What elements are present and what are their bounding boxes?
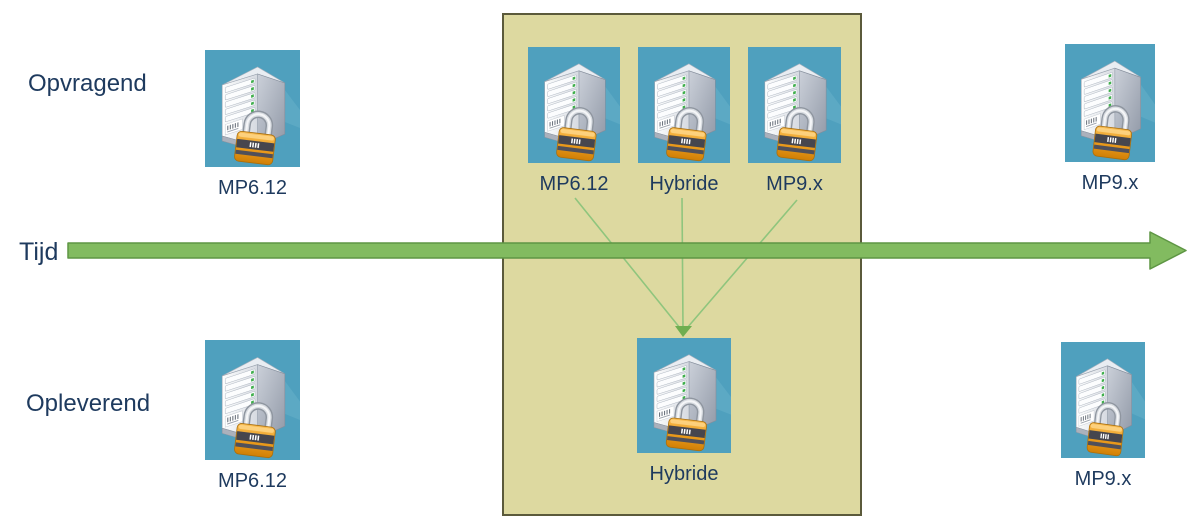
server-node-transition-mp9x: MP9.x bbox=[748, 47, 841, 196]
server-label: Hybride bbox=[649, 463, 719, 485]
server-lock-icon bbox=[638, 47, 730, 163]
row-label-opleverend: Opleverend bbox=[26, 390, 151, 417]
server-lock-icon bbox=[637, 338, 731, 453]
server-lock-icon bbox=[205, 50, 300, 167]
server-label: MP9.x bbox=[1074, 468, 1132, 490]
server-node-transition-mp612: MP6.12 bbox=[528, 47, 620, 196]
server-node-opvragend-mp612: MP6.12 bbox=[205, 50, 300, 200]
server-node-opvragend-mp9x: MP9.x bbox=[1065, 44, 1155, 195]
server-label: MP6.12 bbox=[218, 470, 287, 492]
server-label: MP9.x bbox=[766, 173, 823, 195]
server-node-opleverend-mp612: MP6.12 bbox=[205, 340, 300, 493]
server-label: Hybride bbox=[649, 173, 719, 195]
server-node-transition-hybride: Hybride bbox=[638, 47, 730, 196]
server-label: MP6.12 bbox=[218, 177, 287, 199]
server-lock-icon bbox=[748, 47, 841, 163]
server-label: MP9.x bbox=[1081, 172, 1139, 194]
server-lock-icon bbox=[1061, 342, 1145, 458]
server-node-opleverend-mp9x: MP9.x bbox=[1061, 342, 1145, 491]
server-label: MP6.12 bbox=[539, 173, 609, 195]
server-lock-icon bbox=[528, 47, 620, 163]
server-lock-icon bbox=[205, 340, 300, 460]
row-label-tijd: Tijd bbox=[19, 238, 59, 266]
server-lock-icon bbox=[1065, 44, 1155, 162]
server-node-opleverend-hybride: Hybride bbox=[637, 338, 731, 486]
row-label-opvragend: Opvragend bbox=[28, 70, 147, 97]
